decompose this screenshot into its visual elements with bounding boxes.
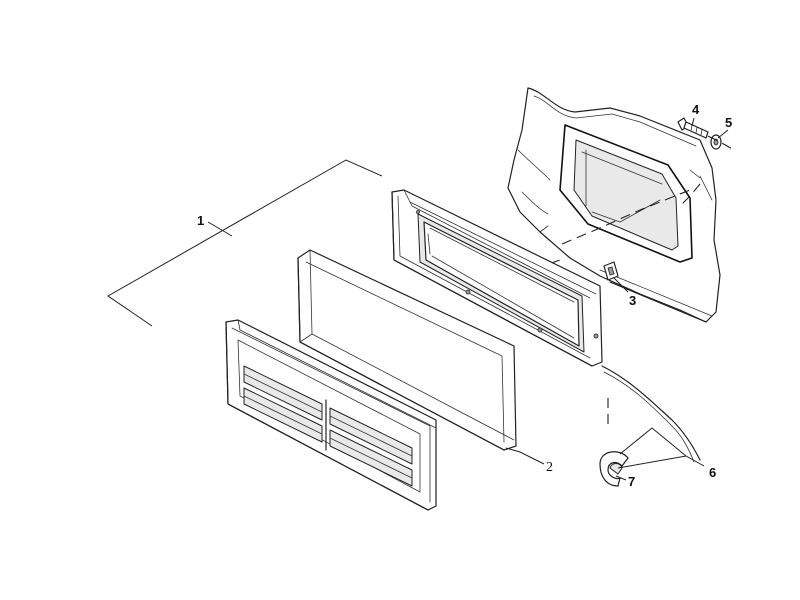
vent-louvers	[243, 365, 413, 487]
bolt-part	[677, 117, 709, 139]
bolt-axis-line	[707, 135, 735, 151]
leader-lines	[207, 117, 729, 481]
callout-6: 6	[709, 465, 716, 480]
body-panel	[507, 87, 721, 323]
callout-5: 5	[725, 115, 732, 130]
group-bracket	[107, 159, 383, 327]
cable-part	[601, 365, 701, 463]
hook-clip-part	[599, 451, 629, 487]
glass-panel	[297, 249, 517, 451]
callout-2: 2	[546, 460, 553, 475]
callout-1: 1	[197, 213, 204, 228]
callout-3: 3	[629, 293, 636, 308]
window-frame	[391, 189, 603, 367]
callout-4: 4	[692, 102, 700, 117]
clip-part	[603, 261, 619, 281]
bolt-axis-line-2	[679, 183, 701, 207]
assembly-line	[561, 189, 691, 245]
callout-7: 7	[628, 474, 635, 489]
